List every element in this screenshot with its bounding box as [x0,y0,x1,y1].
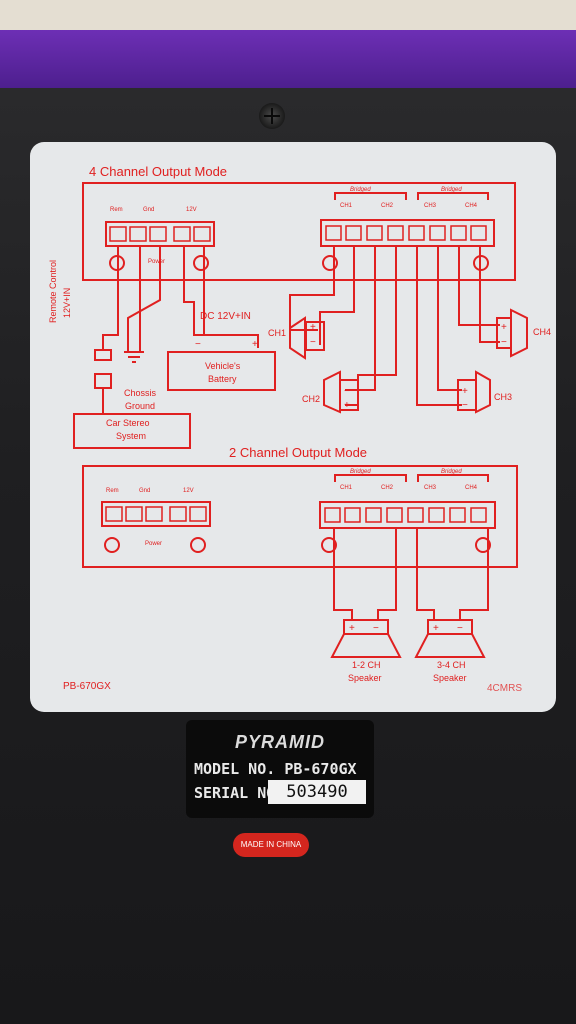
svg-text:+: + [433,623,439,634]
bridged-label: Bridged [350,469,371,475]
svg-text:+: + [501,322,507,333]
terminal-label-ch1-2ch: CH1 [340,485,353,491]
amp-outline-4ch [82,182,516,281]
speaker-icon [475,370,491,414]
terminal-label-ch1: CH1 [340,203,353,209]
model-value: PB-670GX [284,760,357,778]
chassis-ground-line2: Ground [125,401,156,411]
svg-text:−: − [462,400,468,411]
svg-text:−: − [373,623,379,634]
brand-logo: PYRAMID [234,732,325,752]
bridged-label: Bridged [441,469,462,475]
speaker-ch2-label: CH2 [302,394,321,404]
speaker-12-line2: Speaker [348,673,382,683]
mount-icon [322,255,338,271]
terminal-label-gnd-2ch: Gnd [139,488,151,494]
bridged-label: Bridged [441,187,462,193]
terminal-label-gnd: Gnd [143,207,155,213]
speaker-icon [289,316,306,360]
chassis-ground-line1: Chossis [124,388,157,398]
car-stereo-line1: Car Stereo [106,418,150,428]
terminal-label-ch4: CH4 [465,203,478,209]
mount-icon [475,537,491,553]
svg-text:+: + [349,623,355,634]
terminal-label-ch3: CH3 [424,203,437,209]
terminal-label-ch2-2ch: CH2 [381,485,394,491]
model-number-row: MODEL NO. PB-670GX [194,760,357,778]
remote-12v-label: 12V+IN [62,287,72,318]
battery-label-line2: Battery [208,374,237,384]
remote-control-label: Remote Control [48,259,58,323]
mount-icon [104,537,120,553]
svg-text:+: + [344,400,350,411]
dc-in-label: DC 12V+IN [200,311,251,322]
corner-code-label: 4CMRS [487,683,523,694]
speaker-icon [323,370,341,414]
model-label: MODEL NO. [194,760,276,778]
serial-value: 503490 [268,780,366,804]
terminal-label-12v-2ch: 12V [183,488,194,494]
svg-text:−: − [457,623,463,634]
mount-icon [190,537,206,553]
car-stereo-line2: System [116,431,147,441]
mount-icon [193,255,209,271]
mount-icon [321,537,337,553]
terminal-label-ch3-2ch: CH3 [424,485,437,491]
battery-label-line1: Vehicle's [205,361,241,371]
speaker-ch4-label: CH4 [533,327,552,337]
speaker-34-line1: 3-4 CH [437,660,466,670]
wiring-label-panel [30,142,556,712]
purple-trim [0,30,576,88]
svg-text:−: − [344,386,350,397]
speaker-34-line2: Speaker [433,673,467,683]
speaker-icon [510,308,528,358]
origin-badge: MADE IN CHINA [233,833,309,857]
svg-text:+: + [462,386,468,397]
svg-text:−: − [501,337,507,348]
svg-text:+: + [310,322,316,333]
four-channel-title: 4 Channel Output Mode [89,164,228,179]
terminal-label-rem-2ch: Rem [106,488,119,494]
svg-text:−: − [195,339,201,350]
terminal-label-ch2: CH2 [381,203,394,209]
bridged-label: Bridged [350,187,371,193]
two-channel-title: 2 Channel Output Mode [229,445,368,460]
amp-outline-2ch [82,465,518,568]
model-code-label: PB-670GX [63,681,111,692]
terminal-label-rem: Rem [110,207,123,213]
serial-label: SERIAL NO. [194,784,285,802]
power-label-2ch: Power [145,541,163,547]
speaker-ch1-label: CH1 [268,328,287,338]
speaker-ch3-label: CH3 [494,392,513,402]
power-label: Power [148,259,166,265]
screw-icon [259,103,285,129]
svg-text:+: + [252,339,258,350]
terminal-label-12v: 12V [186,207,197,213]
speaker-12-line1: 1-2 CH [352,660,381,670]
terminal-label-ch4-2ch: CH4 [465,485,478,491]
svg-text:−: − [310,337,316,348]
